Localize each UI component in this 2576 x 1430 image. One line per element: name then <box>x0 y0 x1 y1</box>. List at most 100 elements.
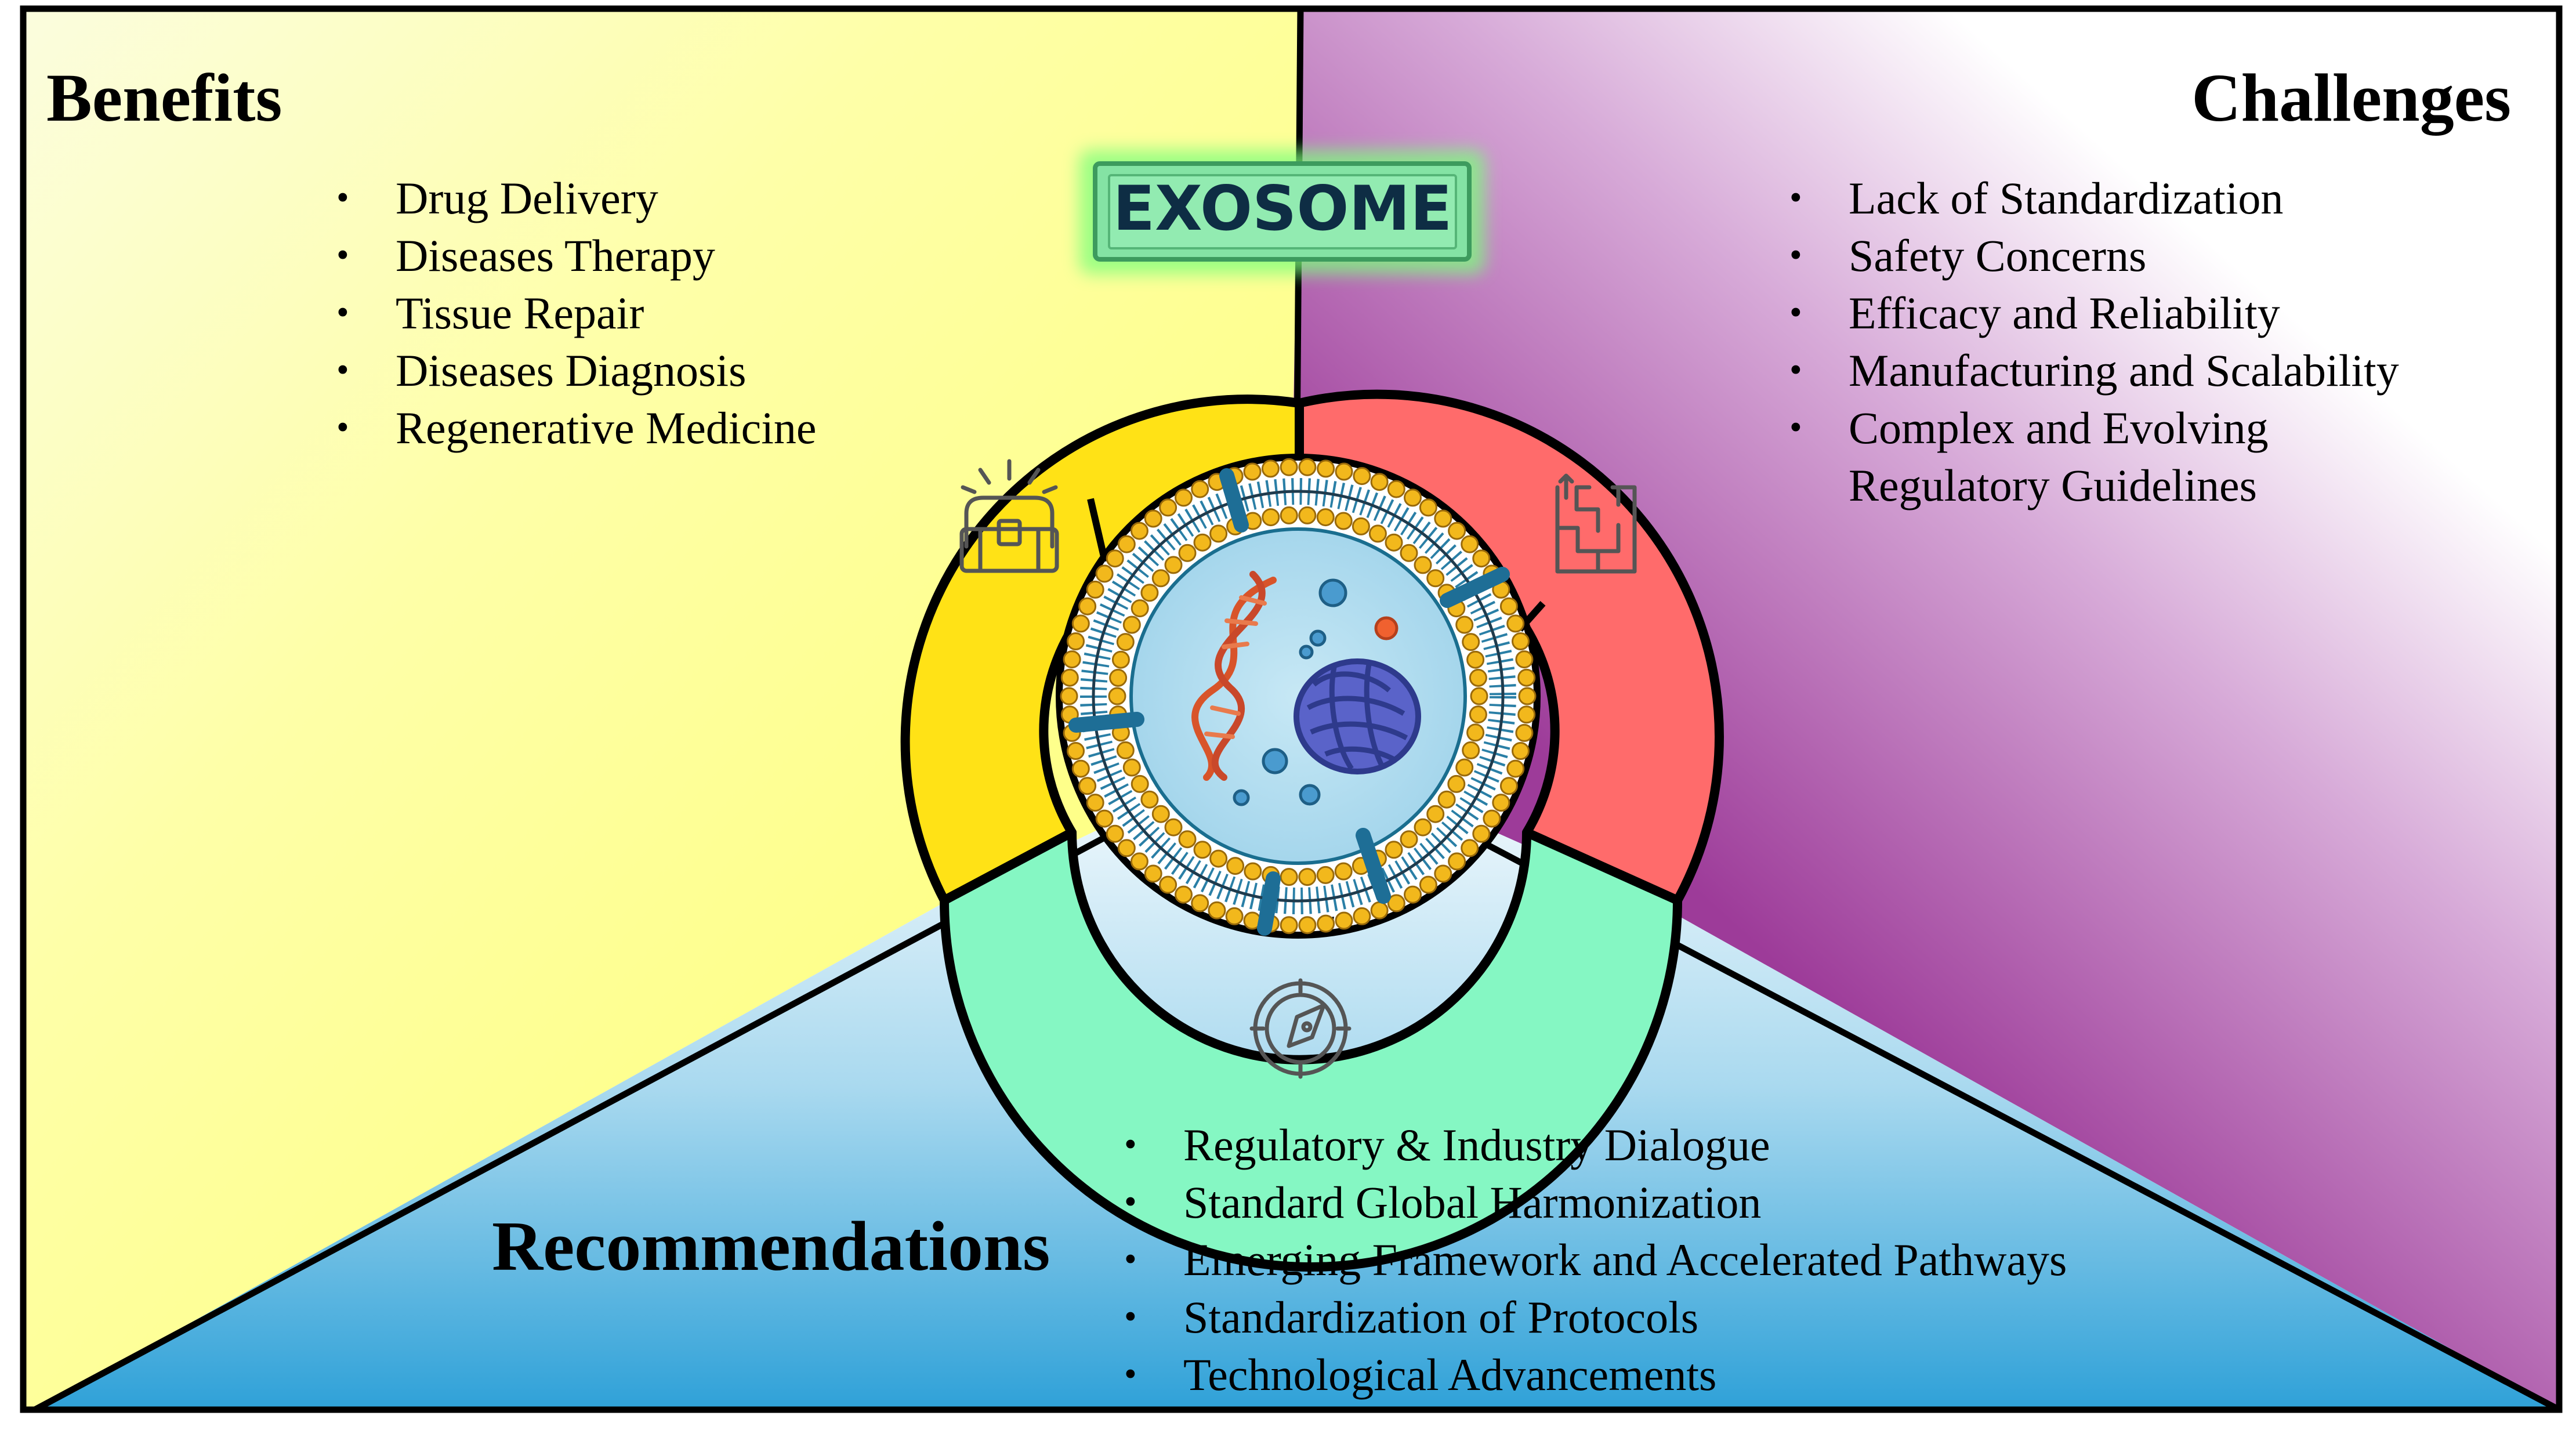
lipid-head <box>1067 632 1085 650</box>
lipid-head <box>1353 907 1371 925</box>
challenges-item-line-2: Regulatory Guidelines <box>1849 460 2258 511</box>
lipid-head <box>1261 459 1280 478</box>
lipid-head <box>1426 569 1445 588</box>
lipid-head <box>1086 794 1104 812</box>
lipid-head <box>1243 462 1262 481</box>
lipid-head <box>1244 862 1262 881</box>
cargo-molecules <box>1233 578 1398 806</box>
lipid-head <box>1512 632 1530 650</box>
recommendations-item: Standardization of Protocols <box>1124 1288 2067 1346</box>
benefits-item: Diseases Therapy <box>336 227 817 284</box>
lipid-head <box>1209 849 1228 868</box>
lipid-head <box>1434 864 1452 883</box>
lipid-head <box>1404 885 1422 904</box>
lipid-head <box>1193 841 1212 859</box>
lipid-head <box>1262 508 1280 527</box>
lipid-head <box>1226 857 1245 875</box>
lipid-head <box>1447 774 1466 793</box>
lipid-head <box>1483 809 1501 828</box>
lipid-head <box>1448 522 1466 540</box>
lipid-head <box>1470 687 1488 705</box>
lipid-head <box>1419 498 1437 517</box>
lipid-bilayer <box>1060 458 1537 935</box>
lipid-head <box>1434 509 1452 528</box>
lipid-head <box>1116 741 1135 759</box>
lipid-head <box>1175 488 1193 507</box>
benefits-item: Drug Delivery <box>336 169 817 227</box>
lipid-head <box>1071 759 1090 778</box>
lipid-head <box>1280 868 1298 886</box>
lipid-head <box>1492 794 1510 812</box>
lipid-head <box>1499 597 1518 616</box>
lipid-head <box>1515 650 1534 669</box>
lipid-head <box>1122 616 1141 634</box>
lipid-head <box>1499 777 1518 795</box>
challenges-item: Manufacturing and Scalability <box>1789 342 2399 399</box>
benefits-item: Tissue Repair <box>336 284 817 342</box>
lipid-head <box>1280 506 1298 524</box>
lipid-head <box>1280 458 1298 476</box>
lipid-head <box>1334 512 1353 530</box>
lipid-head <box>1455 616 1474 634</box>
lipid-head <box>1385 533 1403 552</box>
lipid-head <box>1334 862 1353 881</box>
recommendations-heading: Recommendations <box>492 1207 1050 1286</box>
lipid-head <box>1191 480 1209 498</box>
lipid-head <box>1095 564 1114 583</box>
lipid-head <box>1414 556 1432 574</box>
lipid-head <box>1164 818 1183 837</box>
benefits-item: Regenerative Medicine <box>336 399 817 457</box>
lipid-head <box>1469 705 1487 724</box>
lipid-head <box>1193 533 1212 552</box>
lipid-head <box>1353 467 1371 486</box>
lipid-head <box>1140 790 1159 809</box>
lipid-head <box>1117 535 1136 553</box>
challenges-item: Safety Concerns <box>1789 227 2399 284</box>
rna-coil-icon <box>1294 658 1421 774</box>
lipid-head <box>1151 805 1170 823</box>
lipid-head <box>1140 584 1159 602</box>
lipid-head <box>1108 687 1126 705</box>
lipid-head <box>1370 901 1389 919</box>
lipid-head <box>1469 668 1487 687</box>
lipid-head <box>1106 824 1124 843</box>
lipid-head <box>1122 758 1141 777</box>
lipid-head <box>1130 522 1148 540</box>
lipid-head <box>1404 488 1422 507</box>
lipid-head <box>1515 723 1534 742</box>
lipid-head <box>1109 668 1128 687</box>
challenges-list: Lack of Standardization Safety Concerns … <box>1789 169 2399 514</box>
lipid-head <box>1461 839 1479 857</box>
lipid-head <box>1159 498 1178 517</box>
lipid-head <box>1426 805 1445 823</box>
challenges-item: Lack of Standardization <box>1789 169 2399 227</box>
lipid-head <box>1298 506 1317 524</box>
recommendations-item: Standard Global Harmonization <box>1124 1174 2067 1231</box>
lipid-head <box>1448 852 1466 871</box>
lipid-head <box>1512 742 1530 760</box>
recommendations-item: Technological Advancements <box>1124 1346 2067 1403</box>
lipid-head <box>1517 668 1536 687</box>
lipid-head <box>1175 885 1193 904</box>
lipid-head <box>1116 633 1135 651</box>
lipid-head <box>1144 864 1162 883</box>
lipid-head <box>1400 830 1418 849</box>
lipid-head <box>1466 723 1485 742</box>
challenges-item-multiline: Complex and Evolving Regulatory Guidelin… <box>1789 399 2399 514</box>
lipid-head <box>1060 687 1078 705</box>
lipid-head <box>1335 911 1353 930</box>
lipid-head <box>1078 597 1097 616</box>
lipid-head <box>1144 509 1162 528</box>
lipid-head <box>1131 774 1149 793</box>
recommendations-item: Emerging Framework and Accelerated Pathw… <box>1124 1231 2067 1288</box>
recommendations-list: Regulatory & Industry Dialogue Standard … <box>1124 1116 2067 1403</box>
challenges-item: Efficacy and Reliability <box>1789 284 2399 342</box>
lipid-head <box>1225 907 1244 925</box>
lipid-head <box>1400 544 1418 562</box>
lipid-head <box>1518 687 1537 705</box>
lipid-head <box>1117 839 1136 857</box>
lipid-head <box>1316 866 1335 884</box>
exosome-title: EXOSOME <box>1113 173 1452 244</box>
lipid-head <box>1208 901 1226 919</box>
lipid-head <box>1280 916 1298 935</box>
